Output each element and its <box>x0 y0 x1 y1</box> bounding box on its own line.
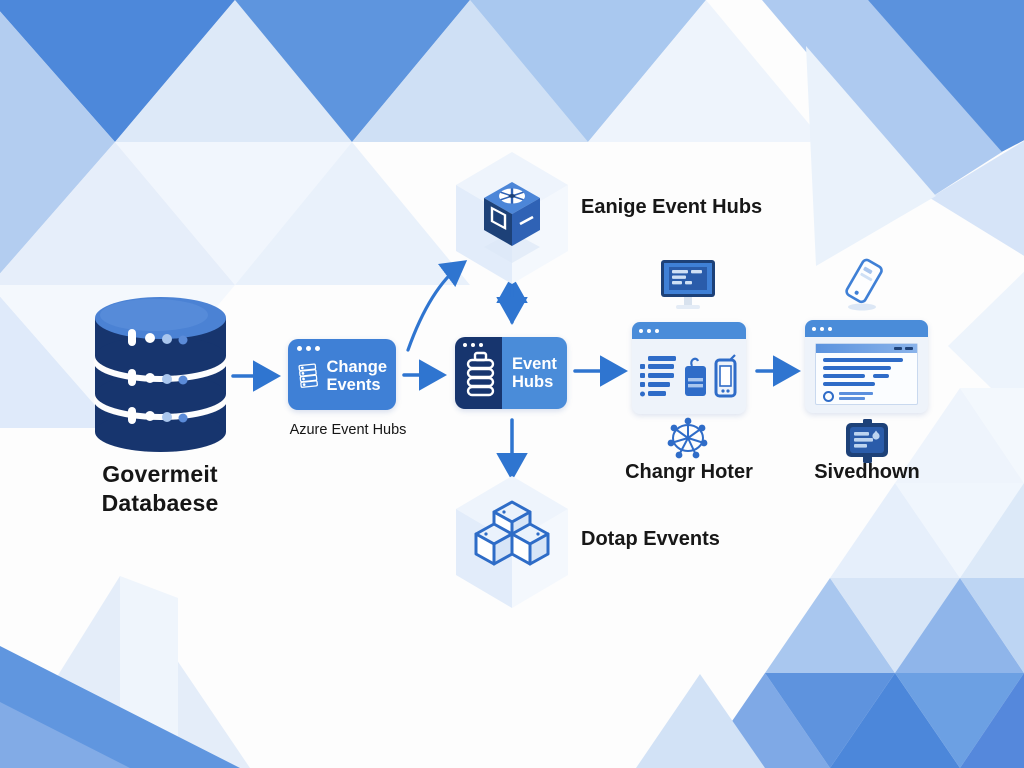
change-events-line1: Change <box>326 357 387 376</box>
server-stack-icon <box>298 363 318 388</box>
event-hubs-box: Event Hubs <box>455 337 567 409</box>
card-reader-icon <box>685 357 706 396</box>
document-window-icon <box>815 343 918 405</box>
inner-cubes <box>474 500 550 566</box>
monitor-icon <box>661 260 715 309</box>
change-events-box: Change Events <box>288 339 396 410</box>
signboard-icon <box>846 419 888 463</box>
stacked-cubes-icon <box>456 476 568 608</box>
panel-header <box>816 344 917 353</box>
consumer-label: Changr Hoter <box>625 461 753 483</box>
top-event-label: Eanige Event Hubs <box>581 196 763 218</box>
event-hubs-line2: Hubs <box>512 373 554 391</box>
source-label-line2: Databaese <box>101 489 219 516</box>
avatar-circle <box>823 390 834 402</box>
window-dots <box>812 326 832 331</box>
event-hubs-line1: Event <box>512 354 557 373</box>
change-events-title: Change Events <box>326 358 387 395</box>
cube-wheel-icon <box>456 152 568 284</box>
change-events-caption: Azure Event Hubs <box>289 422 407 438</box>
bottom-event-label: Dotap Evvents <box>581 528 720 550</box>
consumer-window <box>632 322 746 414</box>
window-dots <box>297 346 387 351</box>
database-icon <box>93 297 228 452</box>
viewer-window-titlebar <box>805 320 928 337</box>
checklist-icon <box>640 355 676 396</box>
smartphone-icon <box>714 353 737 397</box>
inner-cube <box>484 182 540 246</box>
event-hubs-icon-panel <box>455 337 502 409</box>
window-dots <box>639 328 659 333</box>
consumer-window-titlebar <box>632 322 746 339</box>
source-label: Govermeit Databaese <box>30 460 290 518</box>
window-dots <box>463 343 502 347</box>
source-label-line1: Govermeit <box>102 461 218 487</box>
event-hubs-title: Event Hubs <box>512 355 557 392</box>
viewer-label: Sivedhown <box>814 461 920 483</box>
network-globe-icon <box>667 417 708 459</box>
change-events-line2: Events <box>326 376 381 394</box>
coil-stack-icon <box>466 351 495 397</box>
viewer-window <box>805 320 928 413</box>
tilted-phone-icon <box>845 258 883 311</box>
